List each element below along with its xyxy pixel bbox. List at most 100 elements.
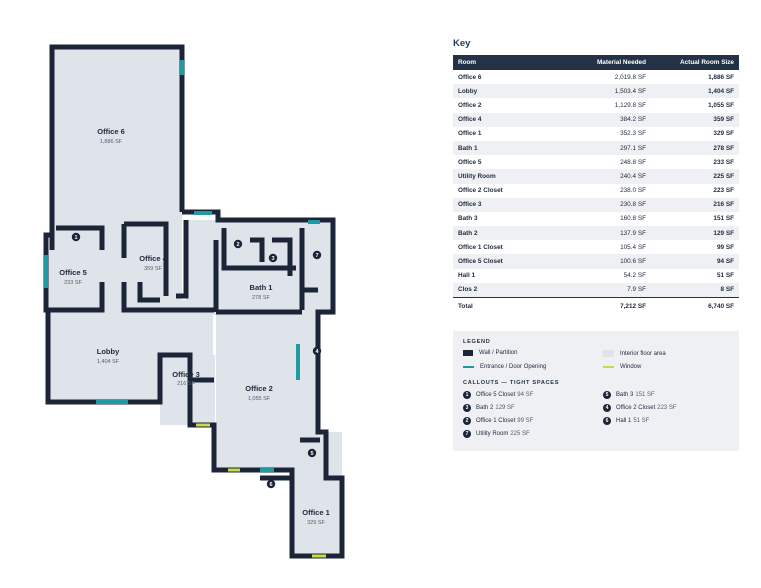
actual-room-size-cell: 359 SF: [651, 112, 739, 127]
svg-text:5: 5: [310, 451, 313, 457]
room-size-table: Room Material Needed Actual Room Size Of…: [453, 55, 739, 315]
room-name-cell: Office 6: [458, 73, 482, 81]
callout-area: 129 SF: [495, 405, 515, 411]
room-label-office-6: Office 6: [97, 127, 125, 136]
legend-label-window: Window: [620, 364, 642, 370]
svg-text:6: 6: [269, 482, 272, 488]
room-area-bath-1: 278 SF: [252, 295, 270, 301]
callout-marker-1: 1: [71, 232, 81, 242]
callout-area: 225 SF: [510, 431, 530, 437]
room-label-office-2: Office 2: [245, 384, 273, 393]
room-label-office-1: Office 1: [302, 508, 330, 517]
callout-marker-3: 3: [268, 253, 278, 263]
callout-area: 94 SF: [517, 392, 534, 398]
room-name-cell: Office 5 Closet: [453, 254, 563, 269]
room-area-lobby: 1,404 SF: [97, 359, 120, 365]
material-needed-cell: 230.8 SF: [563, 197, 651, 212]
callout-number-badge: 2: [463, 417, 471, 425]
key-title: Key: [453, 38, 471, 49]
callout-name: Utility Room: [476, 431, 509, 437]
room-name-cell: Utility Room: [453, 169, 563, 184]
window-swatch-icon: [603, 366, 614, 368]
key-panel: Key Room Material Needed Actual Room Siz…: [453, 38, 739, 451]
actual-room-size-cell: 99 SF: [716, 243, 734, 251]
callout-area: 223 SF: [657, 405, 677, 411]
legend-label-wall: Wall / Partition: [479, 350, 518, 356]
actual-room-size-cell: 51 SF: [716, 272, 734, 280]
svg-text:7: 7: [315, 253, 318, 259]
material-needed-cell: 2,019.8 SF: [614, 73, 646, 81]
total-actual-room-size: 6,740 SF: [651, 296, 739, 315]
callouts-heading: CALLOUTS — TIGHT SPACES: [463, 380, 560, 386]
walls: [43, 44, 345, 559]
wall-swatch-icon: [463, 350, 473, 356]
callout-name: Office 5 Closet: [476, 392, 516, 398]
material-needed-cell: 248.8 SF: [620, 158, 646, 166]
actual-room-size-cell: 233 SF: [713, 158, 734, 166]
legend-grid: Wall / Partition Interior floor area Ent…: [463, 350, 729, 380]
material-needed-cell: 384.2 SF: [563, 112, 651, 127]
svg-text:4: 4: [315, 349, 319, 355]
callout-marker-5: 5: [307, 448, 317, 458]
svg-text:3: 3: [271, 256, 274, 262]
actual-room-size-cell: 216 SF: [651, 197, 739, 212]
actual-room-size-cell: 129 SF: [651, 226, 739, 241]
room-name-cell: Office 3: [453, 197, 563, 212]
column-header-room: Room: [453, 55, 563, 70]
room-name-cell: Office 5: [458, 158, 482, 166]
legend-heading: LEGEND: [463, 339, 491, 345]
legend-item-door: Entrance / Door Opening: [463, 364, 546, 370]
total-label: Total: [453, 296, 563, 315]
room-name-cell: Office 2: [458, 101, 482, 109]
room-label-bath-1: Bath 1: [250, 283, 273, 292]
room-labels: Office 6 1,886 SF Office 5 233 SF Office…: [59, 127, 330, 526]
callout-area: 99 SF: [517, 418, 534, 424]
material-needed-cell: 297.1 SF: [563, 140, 651, 156]
callout-markers: 1 2 3 4 5 6 7: [71, 232, 322, 489]
windows: [196, 423, 326, 558]
callout-number-badge: 6: [603, 417, 611, 425]
room-name-cell: Bath 3: [458, 215, 478, 223]
floor-plan: Office 6 1,886 SF Office 5 233 SF Office…: [43, 44, 345, 559]
room-name-cell: Clos 2: [453, 282, 563, 297]
legend-label-door: Entrance / Door Opening: [480, 364, 547, 370]
room-name-cell: Bath 2: [453, 226, 563, 241]
callout-number-badge: 3: [463, 404, 471, 412]
callout-number-badge: 5: [603, 391, 611, 399]
actual-room-size-cell: 1,886 SF: [708, 73, 734, 81]
total-material-needed: 7,212 SF: [563, 296, 651, 315]
room-area-office-3: 216 SF: [177, 381, 195, 387]
actual-room-size-cell: 1,404 SF: [651, 84, 739, 99]
actual-room-size-cell: 329 SF: [713, 130, 734, 138]
material-needed-cell: 137.9 SF: [563, 226, 651, 241]
callout-marker-2: 2: [233, 239, 243, 249]
material-needed-cell: 54.2 SF: [623, 272, 646, 280]
room-area-office-6: 1,886 SF: [100, 139, 123, 145]
callout-area: 51 SF: [633, 418, 650, 424]
room-label-lobby: Lobby: [97, 347, 120, 356]
callout-number-badge: 1: [463, 391, 471, 399]
material-needed-cell: 105.4 SF: [620, 243, 646, 251]
room-name-cell: Hall 1: [458, 272, 476, 280]
callout-number-badge: 7: [463, 430, 471, 438]
actual-room-size-cell: 151 SF: [713, 215, 734, 223]
legend-item-window: Window: [603, 364, 641, 370]
material-needed-cell: 100.6 SF: [563, 254, 651, 269]
table-row: Hall 1 54.2 SF 51 SF: [453, 269, 739, 283]
material-needed-cell: 160.8 SF: [620, 215, 646, 223]
